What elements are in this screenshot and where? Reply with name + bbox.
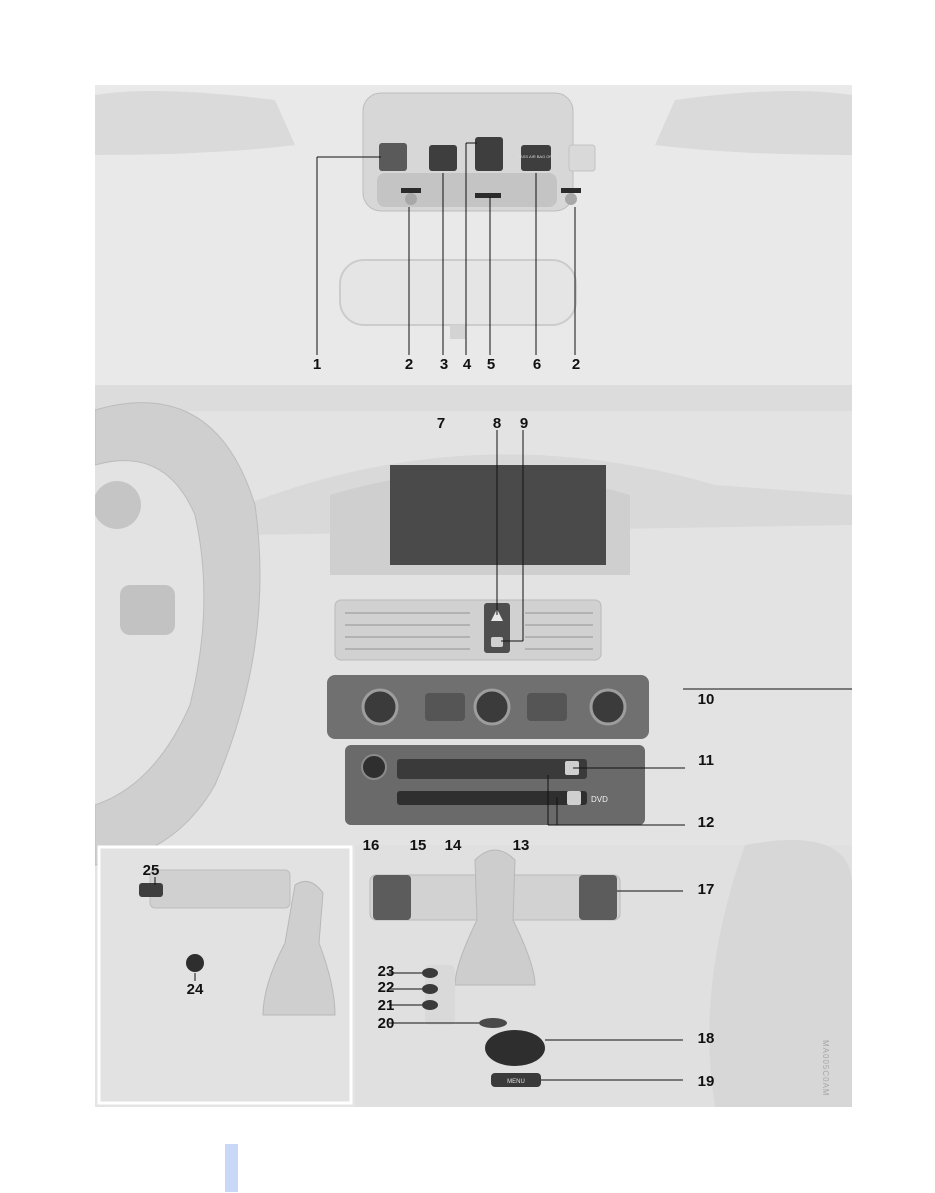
page-marker-bar [225, 1144, 238, 1192]
cockpit-drawing: PASS AIR BAG OFF [95, 85, 852, 1107]
fan-knob [475, 690, 509, 724]
audio-knob [362, 755, 386, 779]
microphone-slot [475, 193, 501, 198]
callout-18: 18 [698, 1031, 715, 1047]
right-temp-knob [591, 690, 625, 724]
inset-heater-panel [150, 870, 290, 908]
callout-20: 20 [378, 1016, 395, 1032]
reading-light-lens-left [405, 193, 417, 205]
windshield-edge [95, 385, 852, 411]
cockpit-illustration: PASS AIR BAG OFF [95, 85, 852, 1107]
callout-7: 7 [437, 416, 445, 432]
callout-15: 15 [410, 838, 427, 854]
interior-light-switch [379, 143, 407, 171]
reading-light-lens-right [565, 193, 577, 205]
inset-button-24 [186, 954, 204, 972]
callout-24: 24 [187, 982, 204, 998]
callout-8: 8 [493, 416, 501, 432]
callout-22: 22 [378, 980, 395, 996]
callout-5: 5 [487, 357, 495, 373]
callout-19: 19 [698, 1074, 715, 1090]
callout-16: 16 [363, 838, 380, 854]
callout-23: 23 [378, 964, 395, 980]
button-20 [479, 1018, 507, 1028]
button-22 [422, 984, 438, 994]
callout-4: 4 [463, 357, 471, 373]
callout-3: 3 [440, 357, 448, 373]
left-temp-knob [363, 690, 397, 724]
lock-icon [491, 637, 503, 647]
cd-slot [397, 791, 587, 805]
sun-visor-right [655, 91, 852, 155]
reading-light-right [561, 188, 581, 193]
reading-light-left [401, 188, 421, 193]
seat-buttons-right [579, 875, 617, 920]
callout-2-left: 2 [405, 357, 413, 373]
climate-buttons-left [425, 693, 465, 721]
callout-17: 17 [698, 882, 715, 898]
instrument-cluster [95, 481, 141, 529]
sun-visor-left [95, 91, 295, 155]
control-display [390, 465, 606, 565]
alarm-tilt-sensor-button [429, 145, 457, 171]
seat-buttons-left [373, 875, 411, 920]
steering-wheel-buttons [120, 585, 175, 635]
callout-25: 25 [143, 863, 160, 879]
airbag-text: PASS AIR BAG OFF [518, 154, 555, 159]
inset-button-25 [139, 883, 163, 897]
preset-buttons [397, 759, 587, 779]
rearview-mirror [340, 260, 576, 325]
dvd-eject-button [567, 791, 581, 805]
button-23 [422, 968, 438, 978]
callout-10: 10 [698, 692, 715, 708]
glass-roof-switch [475, 137, 503, 171]
spare-switch [569, 145, 595, 171]
dvd-label: DVD [591, 795, 608, 804]
image-code-watermark: MA005C0AM [821, 1040, 830, 1097]
center-vents [335, 600, 601, 660]
callout-1: 1 [313, 357, 321, 373]
callout-9: 9 [520, 416, 528, 432]
climate-buttons-right [527, 693, 567, 721]
audio-panel [345, 745, 645, 825]
callout-12: 12 [698, 815, 715, 831]
idrive-controller [485, 1030, 545, 1066]
callout-6: 6 [533, 357, 541, 373]
button-21 [422, 1000, 438, 1010]
callout-13: 13 [513, 838, 530, 854]
mirror-mount [450, 325, 466, 339]
menu-label: MENU [507, 1079, 525, 1085]
callout-21: 21 [378, 998, 395, 1014]
callout-2-right: 2 [572, 357, 580, 373]
callout-11: 11 [698, 753, 714, 769]
callout-14: 14 [445, 838, 462, 854]
